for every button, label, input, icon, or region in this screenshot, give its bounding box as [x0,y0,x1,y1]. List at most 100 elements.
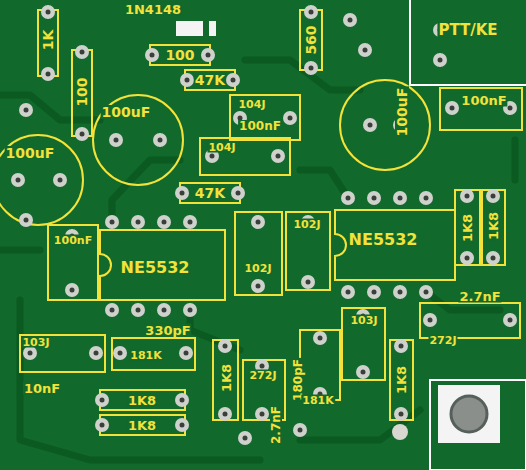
solder-pad [394,407,408,421]
silkscreen-label: NE5532 [120,260,191,276]
silkscreen-label: 1K8 [127,394,157,407]
solder-pad [433,53,447,67]
drill-hole [110,308,115,313]
solder-pad [23,346,37,360]
drill-hole [424,196,429,201]
drill-hole [210,154,215,159]
solder-pad [419,191,433,205]
drill-hole [276,154,281,159]
drill-hole [309,10,314,15]
drill-hole [398,196,403,201]
solder-pad [394,339,408,353]
solder-pad [183,215,197,229]
solder-pad [19,103,33,117]
drill-hole [368,123,373,128]
silkscreen-label: 100nF [460,94,507,107]
drill-hole [158,138,163,143]
solder-pad [41,5,55,19]
silkscreen-label: 47K [194,186,226,200]
solder-pad [109,133,123,147]
silkscreen-label: 10nF [23,382,61,395]
solder-pad [460,251,474,265]
solder-pad [131,303,145,317]
drill-hole [80,132,85,137]
drill-hole [206,53,211,58]
drill-hole [346,196,351,201]
drill-hole [491,194,496,199]
solder-pad [423,313,437,327]
drill-hole [223,344,228,349]
drill-hole [428,318,433,323]
drill-hole [438,58,443,63]
solder-pad [283,111,297,125]
silkscreen-label: 2.7nF [270,405,282,445]
drill-hole [180,398,185,403]
drill-hole [318,336,323,341]
silkscreen-label: 2.7nF [458,290,501,303]
silkscreen-label: 1K [41,29,55,52]
drill-hole [256,220,261,225]
solder-pad [113,346,127,360]
silkscreen-label: 100uF [5,146,56,160]
drill-hole [491,256,496,261]
solder-pad [393,191,407,205]
solder-pad [75,127,89,141]
drill-hole [136,308,141,313]
solder-pad [218,407,232,421]
solder-pad [226,73,240,87]
solder-pad [486,189,500,203]
drill-hole [363,48,368,53]
silkscreen-label: 272J [248,370,277,381]
drill-hole [70,288,75,293]
solder-pad [201,48,215,62]
solder-pad [271,149,285,163]
drill-hole [80,50,85,55]
solder-pad [145,48,159,62]
silkscreen-label: 1K8 [461,213,474,243]
solder-pad [180,73,194,87]
drill-hole [24,218,29,223]
solder-pad [175,418,189,432]
solder-pad [313,331,327,345]
solder-pad [153,133,167,147]
silkscreen-label: 104J [237,99,266,110]
solder-pad [251,279,265,293]
drill-hole [110,220,115,225]
silkscreen-label: 1K8 [395,365,408,395]
silkscreen-label: 1N4148 [124,3,182,16]
solder-pad [358,43,372,57]
drill-hole [298,428,303,433]
drill-hole [114,138,119,143]
solder-pad [19,213,33,227]
solder-pad [486,251,500,265]
drill-hole [372,196,377,201]
drill-hole [28,351,33,356]
silkscreen-label: 100 [164,48,195,62]
solder-pad [179,346,193,360]
drill-hole [231,78,236,83]
solder-pad [503,313,517,327]
silkscreen-label: 181K [129,350,163,361]
drill-hole [398,290,403,295]
drill-hole [309,66,314,71]
silkscreen-label: 100nF [53,235,93,246]
solder-pad [367,191,381,205]
drill-hole [184,351,189,356]
drill-hole [94,351,99,356]
drill-hole [346,290,351,295]
drill-hole [399,344,404,349]
solder-pad [238,431,252,445]
drill-hole [372,290,377,295]
solder-pad [175,393,189,407]
silkscreen-label: 181K [301,395,335,406]
solder-pad [445,101,459,115]
solder-pad [293,423,307,437]
drill-hole [306,280,311,285]
drill-hole [24,108,29,113]
drill-hole [399,412,404,417]
solder-pad [363,118,377,132]
solder-pad [218,339,232,353]
solder-pad [251,215,265,229]
drill-hole [118,351,123,356]
drill-hole [100,398,105,403]
